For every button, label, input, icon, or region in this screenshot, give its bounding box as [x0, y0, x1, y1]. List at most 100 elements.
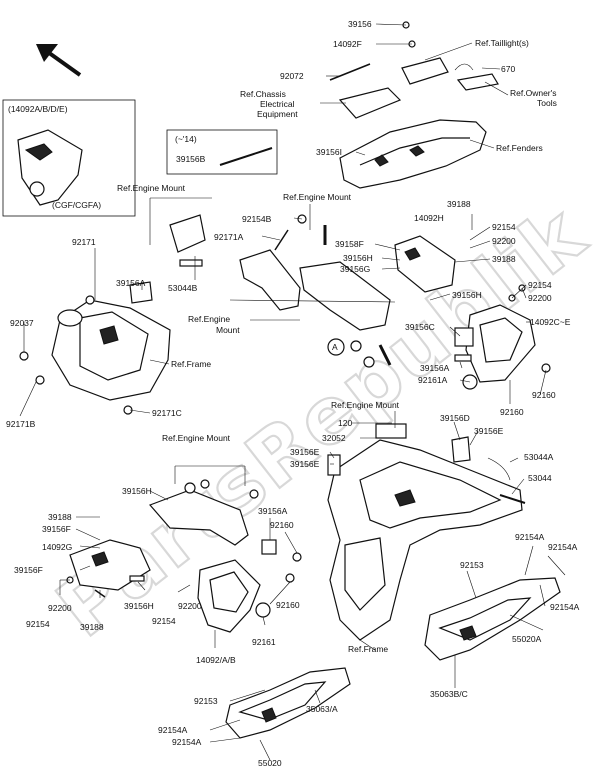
label-39156h-d: 39156H: [124, 601, 154, 611]
label-39156e-a: 39156E: [474, 426, 504, 436]
label-92154b: 92154B: [242, 214, 272, 224]
label-14092c-e: 14092C~E: [530, 317, 571, 327]
label-39156: 39156: [348, 19, 372, 29]
label-ref-taillight: Ref.Taillight(s): [475, 38, 529, 48]
label-39156c: 39156C: [405, 322, 435, 332]
label-39156f-b: 39156F: [14, 565, 43, 575]
label-92154-b: 92154: [528, 280, 552, 290]
callout-marker-a-1: A: [327, 338, 345, 356]
inset-note: (CGF/CGFA): [52, 200, 101, 210]
label-14092f: 14092F: [333, 39, 362, 49]
label-92171: 92171: [72, 237, 96, 247]
left-subframe-assembly: [19, 281, 171, 415]
label-ref-chassis-3: Equipment: [257, 109, 298, 119]
rear-tail-assembly: [329, 21, 499, 189]
label-92200-b: 92200: [528, 293, 552, 303]
label-39156h-a: 39156H: [343, 253, 373, 263]
label-ref-engine-mount-a: Ref.Engine Mount: [117, 183, 186, 193]
label-92154a-a: 92154A: [515, 532, 545, 542]
label-39156e-b: 39156E: [290, 447, 320, 457]
label-39188-b: 39188: [492, 254, 516, 264]
label-120: 120: [338, 418, 352, 428]
main-frame: [327, 423, 526, 641]
label-39156d: 39156D: [440, 413, 470, 423]
label-92154-c: 92154: [26, 619, 50, 629]
label-39156h-b: 39156H: [452, 290, 482, 300]
label-39156a-b: 39156A: [420, 363, 450, 373]
label-92160-b: 92160: [500, 407, 524, 417]
label-14092h: 14092H: [414, 213, 444, 223]
label-670: 670: [501, 64, 515, 74]
part-labels: 39156 14092F Ref.Taillight(s) 92072 670 …: [6, 19, 580, 768]
left-lower-cover: [197, 552, 302, 633]
label-92171a: 92171A: [214, 232, 244, 242]
label-92160-a: 92160: [532, 390, 556, 400]
label-14092g: 14092G: [42, 542, 72, 552]
label-92154-a: 92154: [492, 222, 516, 232]
label-39156f-a: 39156F: [42, 524, 71, 534]
footpeg-bracket-left: [225, 667, 351, 739]
label-53044: 53044: [528, 473, 552, 483]
right-side-cover: [454, 284, 551, 390]
label-92160-c: 92160: [270, 520, 294, 530]
engine-mount-brackets: [169, 214, 456, 331]
inset-box-39156b: (~'14) 39156B: [166, 129, 278, 175]
label-ref-chassis-2: Electrical: [260, 99, 295, 109]
label-ref-owners-tools-2: Tools: [537, 98, 557, 108]
label-ref-fenders: Ref.Fenders: [496, 143, 543, 153]
label-92200-c: 92200: [48, 603, 72, 613]
label-92154a-b: 92154A: [548, 542, 578, 552]
label-92161: 92161: [252, 637, 276, 647]
left-lower-bracket: [66, 479, 277, 598]
label-35063b-c: 35063B/C: [430, 689, 468, 699]
inset-39156b-title: (~'14): [175, 134, 197, 144]
svg-text:A: A: [332, 342, 338, 352]
label-92153-a: 92153: [460, 560, 484, 570]
label-92153-b: 92153: [194, 696, 218, 706]
inset-title: (14092A/B/D/E): [8, 104, 68, 114]
label-92200-a: 92200: [492, 236, 516, 246]
label-32052: 32052: [322, 433, 346, 443]
label-35063-a: 35063/A: [306, 704, 338, 714]
label-ref-engine-mount-b: Ref.Engine Mount: [283, 192, 352, 202]
label-92154a-d: 92154A: [158, 725, 188, 735]
label-53044a: 53044A: [524, 452, 554, 462]
label-92154a-c: 92154A: [550, 602, 580, 612]
front-direction-arrow-icon: [36, 44, 82, 77]
label-39156a-a: 39156A: [116, 278, 146, 288]
footpeg-bracket-right: [424, 577, 561, 661]
inset-39156b-label: 39156B: [176, 154, 206, 164]
label-92072: 92072: [280, 71, 304, 81]
leader-lines: [19, 23, 566, 761]
label-ref-engine-mount-c2: Mount: [216, 325, 240, 335]
label-92160-d: 92160: [276, 600, 300, 610]
label-55020: 55020: [258, 758, 282, 768]
label-92154-d: 92154: [152, 616, 176, 626]
label-39188-c: 39188: [48, 512, 72, 522]
label-39156a-c: 39156A: [258, 506, 288, 516]
label-92154a-e: 92154A: [172, 737, 202, 747]
label-ref-engine-mount-c1: Ref.Engine: [188, 314, 230, 324]
label-92037: 92037: [10, 318, 34, 328]
label-92200-d: 92200: [178, 601, 202, 611]
label-ref-engine-mount-e: Ref.Engine Mount: [162, 433, 231, 443]
label-39156i: 39156I: [316, 147, 342, 157]
label-ref-frame-b: Ref.Frame: [348, 644, 388, 654]
label-ref-frame-a: Ref.Frame: [171, 359, 211, 369]
label-92171c: 92171C: [152, 408, 182, 418]
label-92171b: 92171B: [6, 419, 36, 429]
label-ref-engine-mount-d: Ref.Engine Mount: [331, 400, 400, 410]
label-ref-chassis-1: Ref.Chassis: [240, 89, 286, 99]
label-39188-d: 39188: [80, 622, 104, 632]
label-39188-a: 39188: [447, 199, 471, 209]
label-92161a: 92161A: [418, 375, 448, 385]
label-ref-owners-tools-1: Ref.Owner's: [510, 88, 557, 98]
label-39156e-c: 39156E: [290, 459, 320, 469]
inset-box-cover-variant: (14092A/B/D/E) (CGF/CGFA): [2, 99, 136, 217]
label-39156g: 39156G: [340, 264, 370, 274]
label-14092-a-b: 14092/A/B: [196, 655, 236, 665]
label-53044b: 53044B: [168, 283, 198, 293]
label-39156h-c: 39156H: [122, 486, 152, 496]
label-55020a: 55020A: [512, 634, 542, 644]
